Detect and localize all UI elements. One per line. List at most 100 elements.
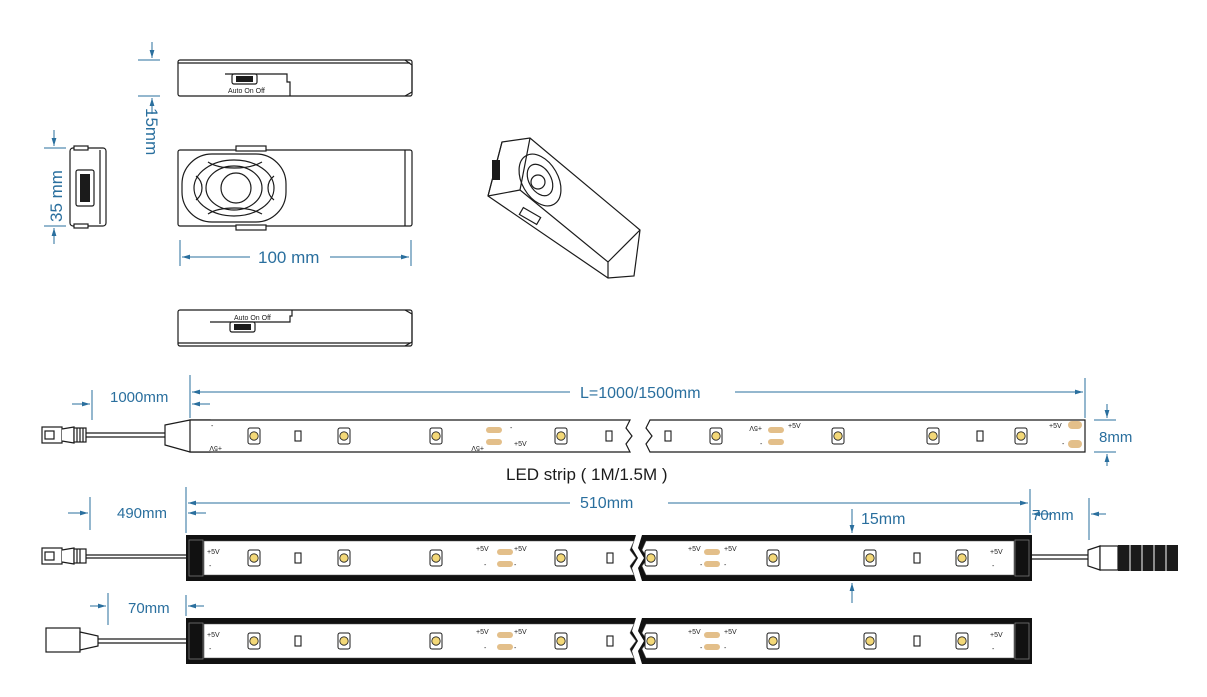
resistor <box>294 552 302 564</box>
led-emitter <box>339 553 349 563</box>
pad-label: +5V <box>476 546 489 553</box>
resistor <box>913 552 921 564</box>
led-emitter <box>865 636 875 646</box>
solder-pad <box>768 427 784 433</box>
led-emitter <box>556 553 566 563</box>
led-emitter <box>768 553 778 563</box>
led-emitter <box>957 553 967 563</box>
light-bar-2: +5V+5V--+5V+5V--+5V-+5V- <box>45 618 1032 664</box>
solder-pad <box>704 644 720 650</box>
solder-pad <box>704 632 720 638</box>
pad-label: - <box>484 645 487 652</box>
pad-label: - <box>992 563 995 570</box>
led-emitter <box>1016 431 1026 441</box>
pad-label: +5V <box>209 444 222 451</box>
dim-height-end: 35 mm <box>44 130 66 244</box>
dim-bar2-cable-left: 70mm <box>90 593 204 625</box>
pad-label: - <box>209 563 212 570</box>
resistor <box>606 635 614 647</box>
resistor <box>294 635 302 647</box>
solder-pad <box>704 549 720 555</box>
led-emitter <box>431 553 441 563</box>
dim-100mm-label: 100 mm <box>258 248 319 267</box>
dim-510mm-label: 510mm <box>580 495 633 512</box>
pad-label: +5V <box>688 629 701 636</box>
dim-bar-width: 15mm <box>849 509 905 603</box>
controller-bottom-view: Auto On Off <box>177 309 413 347</box>
solder-pad <box>497 632 513 638</box>
pad-label: +5V <box>207 632 220 639</box>
svg-text:Auto On Off: Auto On Off <box>228 88 265 95</box>
pad-label: +5V <box>688 546 701 553</box>
pad-label: +5V <box>990 549 1003 556</box>
dim-35mm-label: 35 mm <box>47 170 66 222</box>
pad-label: - <box>724 562 727 569</box>
resistor <box>664 430 672 442</box>
resistor <box>913 635 921 647</box>
led-emitter <box>768 636 778 646</box>
pad-label: - <box>514 645 517 652</box>
led-emitter <box>865 553 875 563</box>
pad-label: +5V <box>749 424 762 431</box>
dim-bar-cable-right: 70mm <box>1032 498 1106 540</box>
resistor <box>294 430 302 442</box>
solder-pad <box>486 439 502 445</box>
controller-isometric-view <box>487 137 641 279</box>
solder-pad <box>704 561 720 567</box>
solder-pad <box>497 561 513 567</box>
pad-label: - <box>209 646 212 653</box>
controller-front-view <box>177 145 413 231</box>
dim-15mm-label: 15mm <box>142 108 161 155</box>
dim-1000mm-label: 1000mm <box>110 389 168 406</box>
pad-label: - <box>700 562 703 569</box>
dim-strip-length-label: L=1000/1500mm <box>580 385 701 402</box>
resistor <box>606 552 614 564</box>
solder-pad <box>1068 421 1082 429</box>
pad-label: - <box>510 425 513 432</box>
solder-pad <box>497 644 513 650</box>
dim-length: 100 mm <box>179 240 412 267</box>
solder-pad <box>497 549 513 555</box>
usb-plug-icon <box>41 547 186 565</box>
dim-70mm-right-label: 70mm <box>1032 507 1074 524</box>
dim-bar-length: 510mm <box>188 489 1031 533</box>
pad-label: +5V <box>724 546 737 553</box>
controller-end-view <box>69 145 107 229</box>
led-emitter <box>646 553 656 563</box>
pad-label: +5V <box>990 632 1003 639</box>
pad-label: - <box>514 562 517 569</box>
led-emitter <box>957 636 967 646</box>
led-emitter <box>556 431 566 441</box>
pad-label: +5V <box>1049 423 1062 430</box>
pad-label: +5V <box>788 423 801 430</box>
dim-strip-length: L=1000/1500mm <box>192 378 1086 418</box>
usb-plug-icon <box>41 426 165 444</box>
solder-pad <box>1068 440 1082 448</box>
pad-label: - <box>724 645 727 652</box>
led-emitter <box>646 636 656 646</box>
led-emitter <box>249 636 259 646</box>
dim-bar-cable-left: 490mm <box>68 487 206 533</box>
led-emitter <box>833 431 843 441</box>
pad-label: - <box>700 645 703 652</box>
pad-label: - <box>211 423 214 430</box>
pad-label: - <box>484 562 487 569</box>
dim-70mm-left-label: 70mm <box>128 600 170 617</box>
dim-15mm-bar-label: 15mm <box>861 511 905 528</box>
led-emitter <box>339 636 349 646</box>
dc-plug-icon <box>1032 545 1178 571</box>
solder-pad <box>486 427 502 433</box>
led-emitter <box>339 431 349 441</box>
led-emitter <box>431 431 441 441</box>
pad-label: +5V <box>207 549 220 556</box>
led-emitter <box>249 553 259 563</box>
pad-label: +5V <box>724 629 737 636</box>
led-emitter <box>711 431 721 441</box>
dim-strip-width: 8mm <box>1094 404 1132 466</box>
led-emitter <box>431 636 441 646</box>
dim-8mm-label: 8mm <box>1099 429 1132 446</box>
dim-height-side: 15mm <box>138 42 161 155</box>
pad-label: +5V <box>471 444 484 451</box>
led-emitter <box>249 431 259 441</box>
